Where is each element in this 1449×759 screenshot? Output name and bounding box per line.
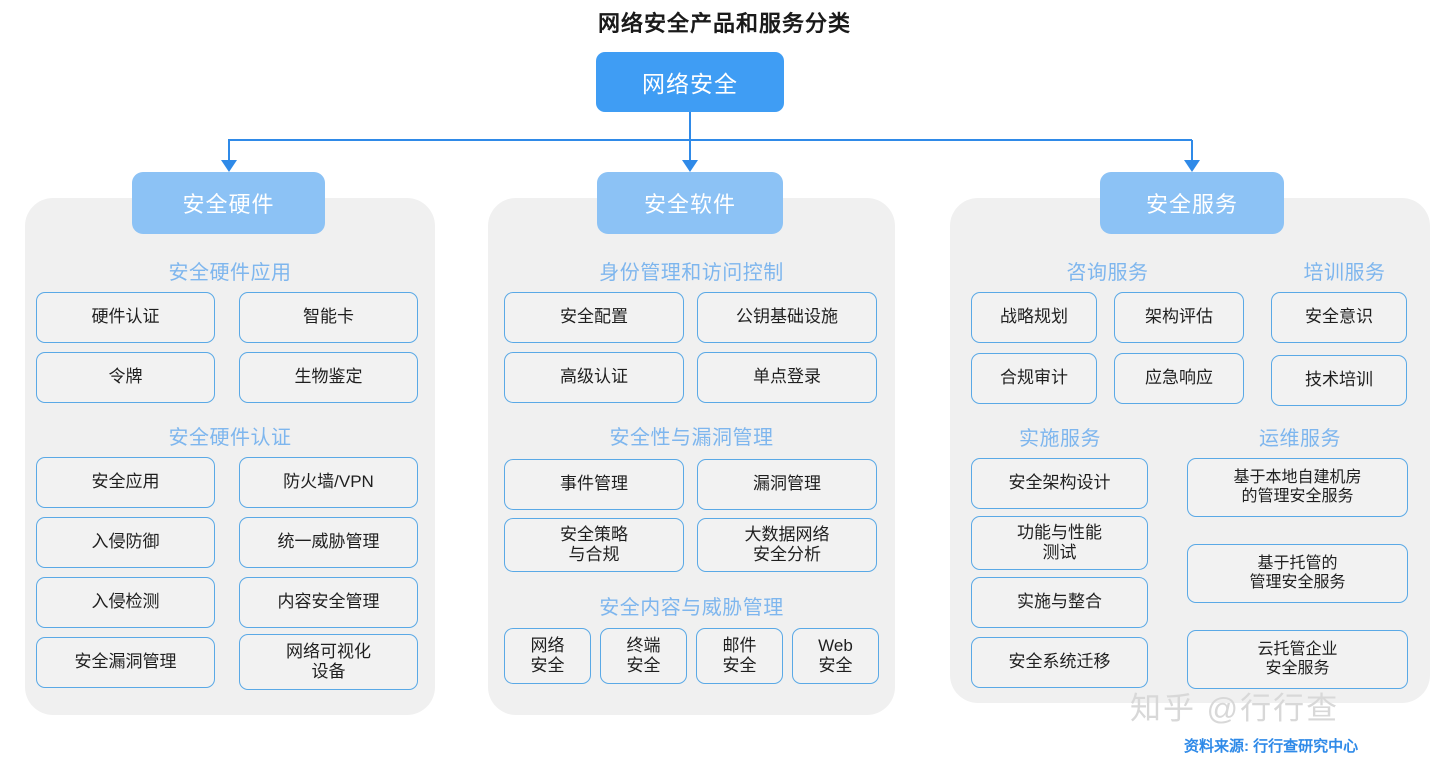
leaf-box[interactable]: 入侵检测 [36, 577, 215, 628]
arrowhead-service-icon [1184, 160, 1200, 172]
leaf-box[interactable]: 安全配置 [504, 292, 684, 343]
root-node-network-security[interactable]: 网络安全 [596, 52, 784, 112]
leaf-box[interactable]: 基于托管的管理安全服务 [1187, 544, 1408, 603]
category-label-service: 安全服务 [1145, 192, 1238, 217]
panel-security-hardware [25, 198, 435, 715]
leaf-box[interactable]: 生物鉴定 [239, 352, 418, 403]
leaf-box[interactable]: 终端安全 [600, 628, 687, 684]
group-title-implementation: 实施服务 [1019, 428, 1101, 450]
leaf-box[interactable]: 基于本地自建机房的管理安全服务 [1187, 458, 1408, 517]
leaf-box[interactable]: 统一威胁管理 [239, 517, 418, 568]
group-title-training: 培训服务 [1303, 262, 1386, 284]
leaf-box[interactable]: 令牌 [36, 352, 215, 403]
leaf-box[interactable]: 内容安全管理 [239, 577, 418, 628]
leaf-box[interactable]: 单点登录 [697, 352, 877, 403]
category-node-software[interactable]: 安全软件 [597, 172, 783, 234]
leaf-box[interactable]: 实施与整合 [971, 577, 1148, 628]
leaf-box[interactable]: 应急响应 [1114, 353, 1244, 404]
leaf-box[interactable]: 架构评估 [1114, 292, 1244, 343]
leaf-box[interactable]: 网络可视化设备 [239, 634, 418, 690]
page-title: 网络安全产品和服务分类 [597, 11, 851, 36]
group-title-hardware-certification: 安全硬件认证 [168, 427, 292, 449]
watermark: 知乎 @行行查 [1130, 691, 1340, 726]
group-title-content-threat: 安全内容与威胁管理 [599, 597, 784, 619]
source-attribution: 资料来源: 行行查研究中心 [1184, 738, 1359, 755]
leaf-box[interactable]: 技术培训 [1271, 355, 1407, 406]
connector-root-stem [689, 112, 691, 140]
leaf-box[interactable]: 网络安全 [504, 628, 591, 684]
leaf-box[interactable]: 云托管企业安全服务 [1187, 630, 1408, 689]
leaf-box[interactable]: 事件管理 [504, 459, 684, 510]
connector-horizontal-bus [228, 139, 1192, 141]
group-title-identity-access: 身份管理和访问控制 [599, 262, 784, 284]
group-title-security-vulnerability: 安全性与漏洞管理 [609, 427, 774, 449]
leaf-box[interactable]: 安全应用 [36, 457, 215, 508]
leaf-box[interactable]: 合规审计 [971, 353, 1097, 404]
leaf-box[interactable]: 安全系统迁移 [971, 637, 1148, 688]
connector-drop-hardware [228, 140, 230, 162]
group-title-consulting: 咨询服务 [1066, 262, 1149, 284]
connector-drop-service [1191, 140, 1193, 162]
leaf-box[interactable]: 公钥基础设施 [697, 292, 877, 343]
leaf-box[interactable]: 安全意识 [1271, 292, 1407, 343]
leaf-box[interactable]: 安全策略与合规 [504, 518, 684, 572]
connector-drop-software [689, 140, 691, 162]
leaf-box[interactable]: 漏洞管理 [697, 459, 877, 510]
category-label-hardware: 安全硬件 [182, 192, 275, 217]
leaf-box[interactable]: 功能与性能测试 [971, 516, 1148, 570]
category-node-hardware[interactable]: 安全硬件 [132, 172, 325, 234]
leaf-box[interactable]: 战略规划 [971, 292, 1097, 343]
category-node-service[interactable]: 安全服务 [1100, 172, 1284, 234]
leaf-box[interactable]: 邮件安全 [696, 628, 783, 684]
leaf-box[interactable]: 防火墙/VPN [239, 457, 418, 508]
leaf-box[interactable]: 硬件认证 [36, 292, 215, 343]
arrowhead-software-icon [682, 160, 698, 172]
root-node-label: 网络安全 [642, 71, 738, 97]
arrowhead-hardware-icon [221, 160, 237, 172]
leaf-box[interactable]: 安全架构设计 [971, 458, 1148, 509]
leaf-box[interactable]: 高级认证 [504, 352, 684, 403]
leaf-box[interactable]: 安全漏洞管理 [36, 637, 215, 688]
group-title-hardware-application: 安全硬件应用 [168, 262, 292, 284]
leaf-box[interactable]: 入侵防御 [36, 517, 215, 568]
leaf-box[interactable]: 智能卡 [239, 292, 418, 343]
leaf-box[interactable]: 大数据网络安全分析 [697, 518, 877, 572]
category-label-software: 安全软件 [643, 192, 736, 217]
group-title-operations: 运维服务 [1259, 428, 1341, 450]
